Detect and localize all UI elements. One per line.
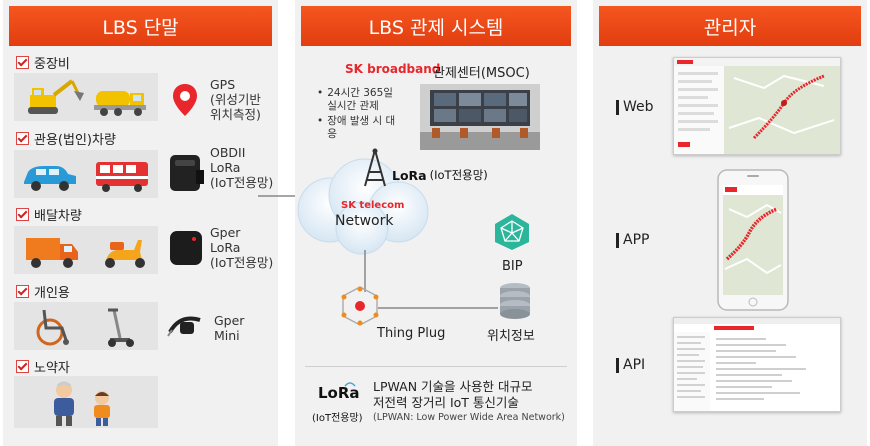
gps-pin-icon <box>173 84 197 116</box>
control-center-title: 관제센터(MSOC) <box>433 66 530 81</box>
device-name: LoRa <box>210 160 241 175</box>
people-strip <box>14 376 158 428</box>
admin-item-label: APP <box>623 232 650 248</box>
truck-and-scooter-icon <box>26 238 145 268</box>
api-screenshot <box>673 317 841 412</box>
car-and-bus-icon <box>24 162 148 192</box>
device-desc: (위성기반 <box>210 92 261 107</box>
gper-lora-label: Gper LoRa (IoT전용망) <box>210 225 273 270</box>
lpwan-description: LPWAN 기술을 사용한 대규모 저전력 장거리 IoT 통신기술 (LPWA… <box>373 379 573 425</box>
iot-network-label: (IoT전용망) <box>429 168 488 182</box>
lpwan-line: LPWAN 기술을 사용한 대규모 <box>373 379 533 394</box>
bullet-bar <box>616 357 619 373</box>
checkbox-icon <box>16 56 29 69</box>
checkbox-icon <box>16 285 29 298</box>
obd-device-icon <box>170 155 204 191</box>
vehicle-strip <box>14 73 158 121</box>
vehicle-strip <box>14 150 158 198</box>
obd-lora-label: OBDII LoRa (IoT전용망) <box>210 145 273 190</box>
checkbox-icon <box>16 360 29 373</box>
checkbox-icon <box>16 132 29 145</box>
elderly-and-child-icon <box>54 381 110 426</box>
admin-item-label: Web <box>623 99 654 115</box>
thing-plug-icon <box>341 286 379 326</box>
panel-header-terminal: LBS 단말 <box>9 6 272 46</box>
excavator-and-mixer-icon <box>28 79 146 116</box>
admin-item-web: Web <box>616 99 654 115</box>
bullet-item: •장애 발생 시 대응 <box>317 115 401 141</box>
bullet-bar <box>616 232 619 248</box>
sk-broadband-logo: SK broadband <box>345 62 440 76</box>
gper-mini-label: Gper Mini <box>214 313 244 343</box>
lora-footer-iot-label: (IoT전용망) <box>312 413 363 424</box>
sk-telecom-logo: SK telecom <box>341 200 404 211</box>
admin-item-api: API <box>616 357 645 373</box>
web-map-thumbnail <box>674 58 840 154</box>
thingplug-label: Thing Plug <box>377 326 446 341</box>
vehicle-strip <box>14 226 158 274</box>
location-info-label: 위치정보 <box>487 329 535 344</box>
admin-item-app: APP <box>616 232 649 248</box>
api-doc-thumbnail <box>674 318 840 411</box>
network-label: Network <box>335 213 394 229</box>
brand-text: SK telecom <box>341 200 405 211</box>
admin-item-label: API <box>623 357 646 373</box>
checkbox-icon <box>16 208 29 221</box>
bip-network-icon <box>495 214 529 250</box>
category-label: 관용(법인)차량 <box>34 133 116 148</box>
lpwan-line: (LPWAN: Low Power Wide Area Network) <box>373 412 565 423</box>
vehicle-strip <box>14 302 158 350</box>
device-name: Gper <box>210 225 241 240</box>
panel-header-control: LBS 관제 시스템 <box>301 6 571 46</box>
app-phone-screenshot <box>717 169 789 311</box>
category-delivery-vehicle: 배달차량 <box>16 205 82 224</box>
web-screenshot <box>673 57 841 155</box>
device-desc: 위치측정) <box>210 107 261 122</box>
lora-logo: LoRa <box>392 167 427 183</box>
wheelchair-and-segway-icon <box>36 308 134 347</box>
network-cloud-icon <box>297 158 429 255</box>
panel-header-admin: 관리자 <box>599 6 861 46</box>
device-name: OBDII <box>210 145 246 160</box>
control-room-image <box>420 84 540 150</box>
wireless-signal-icon <box>344 382 356 387</box>
device-name: Mini <box>214 328 240 343</box>
bullet-bar <box>616 99 619 115</box>
divider <box>305 366 567 367</box>
brand-text: SK broadband <box>345 62 441 76</box>
device-name: LoRa <box>210 240 241 255</box>
bip-label: BIP <box>502 259 523 274</box>
device-desc: (IoT전용망) <box>210 255 274 270</box>
category-label: 개인용 <box>34 286 70 301</box>
category-label: 중장비 <box>34 57 70 72</box>
bullet-item: •24시간 365일 실시간 관제 <box>317 87 401 113</box>
bullet-list: •24시간 365일 실시간 관제 •장애 발생 시 대응 <box>317 87 401 141</box>
category-official-vehicle: 관용(법인)차량 <box>16 129 116 148</box>
lpwan-line: 저전력 장거리 IoT 통신기술 <box>373 395 519 410</box>
category-label: 노약자 <box>34 361 70 376</box>
gper-mini-device-icon <box>167 316 201 337</box>
lora-antenna-label: LoRa (IoT전용망) <box>392 167 488 183</box>
connection-line <box>364 250 366 292</box>
connection-line <box>378 307 498 309</box>
device-desc: (IoT전용망) <box>210 175 274 190</box>
device-name: GPS <box>210 77 236 92</box>
lora-footer-logo: LoRa <box>318 384 360 402</box>
database-icon <box>500 283 530 319</box>
category-personal: 개인용 <box>16 282 70 301</box>
category-label: 배달차량 <box>34 209 82 224</box>
bullet-text: 장애 발생 시 대응 <box>327 115 396 140</box>
device-name: Gper <box>214 313 245 328</box>
antenna-tower-icon <box>364 148 386 187</box>
gps-label: GPS (위성기반 위치측정) <box>210 77 261 122</box>
category-elderly-children: 노약자 <box>16 357 70 376</box>
gper-device-icon <box>170 231 202 265</box>
category-heavy-equipment: 중장비 <box>16 53 70 72</box>
bullet-text: 24시간 365일 실시간 관제 <box>327 87 393 112</box>
